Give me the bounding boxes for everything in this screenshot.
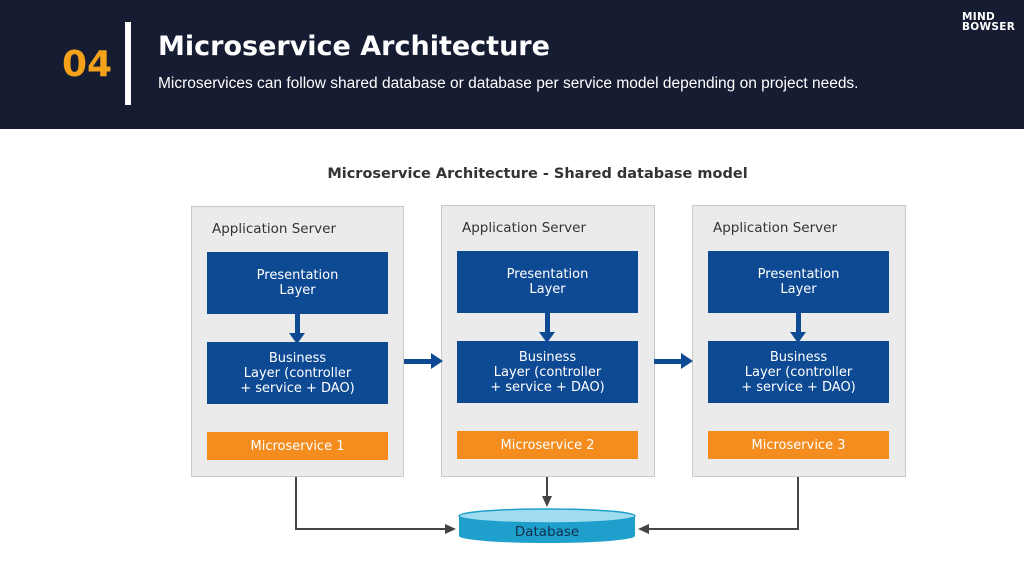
presentation-layer-box: Presentation Layer xyxy=(457,251,638,313)
diagram-title: Microservice Architecture - Shared datab… xyxy=(327,166,748,182)
logo-line-1: MIND xyxy=(962,11,996,23)
server-label: Application Server xyxy=(713,220,837,236)
microservice-box: Microservice 2 xyxy=(457,431,638,459)
microservice-box: Microservice 1 xyxy=(207,432,388,460)
down-arrow-shaft xyxy=(545,313,550,334)
presentation-layer-label: Presentation Layer xyxy=(256,268,339,298)
application-server-3: Application Server Presentation Layer Bu… xyxy=(692,205,906,477)
business-layer-box: Business Layer (controller + service + D… xyxy=(457,341,638,403)
down-arrow-icon xyxy=(289,333,305,344)
page-subtitle: Microservices can follow shared database… xyxy=(158,75,859,92)
business-layer-box: Business Layer (controller + service + D… xyxy=(708,341,889,403)
header-bar: 04 Microservice Architecture Microservic… xyxy=(0,0,1024,129)
presentation-layer-label: Presentation Layer xyxy=(506,267,589,297)
business-layer-label: Business Layer (controller + service + D… xyxy=(490,349,605,395)
down-arrow-shaft xyxy=(796,313,801,334)
business-layer-box: Business Layer (controller + service + D… xyxy=(207,342,388,404)
right-arrow-icon xyxy=(404,353,444,369)
logo-line-2: BOWSER xyxy=(962,21,1016,33)
page-title: Microservice Architecture xyxy=(158,31,550,62)
database-label: Database xyxy=(514,524,580,540)
down-arrow-icon xyxy=(790,332,806,343)
application-server-1: Application Server Presentation Layer Bu… xyxy=(191,206,404,477)
server-label: Application Server xyxy=(462,220,586,236)
business-layer-label: Business Layer (controller + service + D… xyxy=(240,350,355,396)
header-divider xyxy=(125,22,131,105)
business-layer-label: Business Layer (controller + service + D… xyxy=(741,349,856,395)
presentation-layer-label: Presentation Layer xyxy=(757,267,840,297)
down-arrow-shaft xyxy=(295,314,300,335)
down-arrow-icon xyxy=(539,332,555,343)
server-label: Application Server xyxy=(212,221,336,237)
mindbowser-logo: MIND BOWSER xyxy=(962,11,1016,33)
database-cylinder-icon xyxy=(458,508,636,543)
presentation-layer-box: Presentation Layer xyxy=(207,252,388,314)
microservice-box: Microservice 3 xyxy=(708,431,889,459)
section-number: 04 xyxy=(62,44,113,85)
presentation-layer-box: Presentation Layer xyxy=(708,251,889,313)
application-server-2: Application Server Presentation Layer Bu… xyxy=(441,205,655,477)
right-arrow-icon xyxy=(654,353,694,369)
